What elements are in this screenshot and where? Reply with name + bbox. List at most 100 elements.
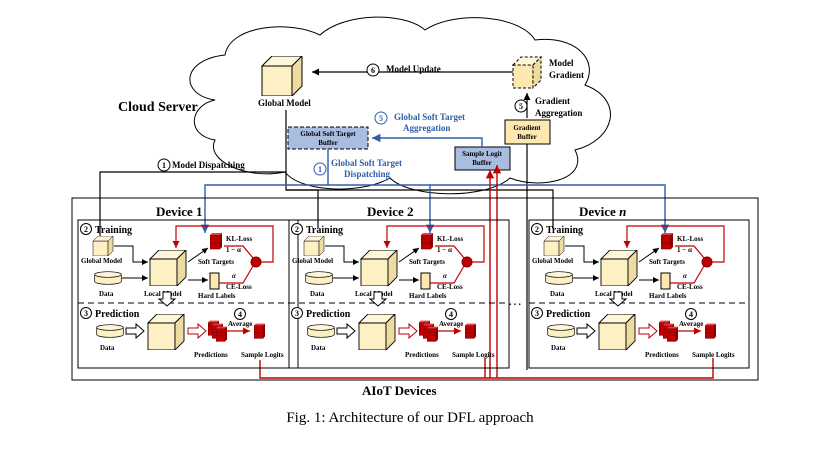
prediction-data-label: Data — [551, 344, 566, 352]
step-5-badge — [374, 111, 388, 125]
ce-loss-path — [219, 265, 254, 284]
data-to-model-arrow — [576, 322, 596, 340]
aiot-devices-box — [71, 197, 759, 381]
kl-loss-label: KL-Loss — [437, 235, 463, 243]
training-badge — [80, 223, 92, 235]
prediction-block — [216, 326, 227, 342]
training-num: 2 — [84, 225, 88, 234]
backprop-path — [172, 225, 274, 263]
gst-aggregation-label-2: Aggregation — [403, 123, 450, 133]
backprop-path — [383, 225, 485, 263]
data-cylinder — [545, 271, 573, 285]
training-badge — [531, 223, 543, 235]
prediction-model-cube — [598, 314, 636, 350]
hard-labels-block — [209, 272, 220, 290]
gst-buffer-label-2: Buffer — [318, 139, 337, 147]
prediction-label: Prediction — [306, 309, 351, 320]
arrow-global-to-local — [565, 245, 599, 265]
training-label: Training — [546, 225, 583, 236]
data-label: Data — [99, 290, 114, 298]
prediction-data-label: Data — [100, 344, 115, 352]
device-global-model-label: Global Model — [81, 257, 122, 265]
average-num: 4 — [238, 310, 242, 319]
gst-aggregation-label-1: Global Soft Target — [394, 112, 465, 122]
training-label: Training — [306, 225, 343, 236]
local-model-cube — [600, 250, 638, 286]
average-label: Average — [679, 320, 703, 328]
cloud-server-label: Cloud Server — [118, 100, 198, 115]
sample-logits-block — [254, 323, 265, 339]
prediction-model-cube — [358, 314, 396, 350]
model-gradient-cube — [511, 55, 543, 90]
sample-logits-label: Sample Logits — [241, 351, 284, 359]
one-minus-alpha-label: 1 − α — [437, 246, 452, 254]
data-to-model-arrow — [125, 322, 145, 340]
gradient-aggregation-label-2: Aggregation — [535, 108, 582, 118]
local-model-cube — [360, 250, 398, 286]
average-num: 4 — [689, 310, 693, 319]
ellipsis: … — [508, 294, 522, 309]
step-1-badge — [157, 158, 171, 172]
local-to-prediction-arrow — [608, 291, 628, 307]
soft-targets-block — [421, 232, 433, 250]
prediction-badge — [531, 307, 543, 319]
step-5-num: 5 — [379, 114, 383, 123]
step-5b-badge — [514, 99, 528, 113]
soft-targets-block — [210, 232, 222, 250]
step-5b-num: 5 — [519, 102, 523, 111]
ce-loss-path — [670, 265, 705, 284]
local-to-prediction-arrow — [157, 291, 177, 307]
model-gradient-label-2: Gradient — [549, 70, 584, 80]
kl-loss-path — [675, 245, 705, 259]
gst-buffer-label-1: Global Soft Target — [300, 130, 356, 138]
device-panel — [77, 219, 299, 369]
step-1-num: 1 — [162, 161, 166, 170]
arrow-to-soft-targets — [638, 247, 660, 263]
device-global-model-label: Global Model — [292, 257, 333, 265]
device-global-model-cube — [303, 236, 325, 256]
arrow-global-to-local — [325, 245, 359, 265]
prediction-badge — [291, 307, 303, 319]
loss-sum-node — [250, 256, 262, 268]
prediction-data-label: Data — [311, 344, 326, 352]
device-global-model-cube — [543, 236, 565, 256]
device-global-model-cube — [92, 236, 114, 256]
alpha-label: α — [683, 272, 687, 280]
hard-labels-block — [660, 272, 671, 290]
gradient-buffer-label-1: Gradient — [513, 124, 541, 132]
hard-labels-block — [420, 272, 431, 290]
prediction-data-cylinder — [96, 324, 124, 338]
ce-loss-label: CE-Loss — [677, 283, 703, 291]
data-label: Data — [550, 290, 565, 298]
figure-caption: Fig. 1: Architecture of our DFL approach — [286, 410, 534, 426]
one-minus-alpha-label: 1 − α — [226, 246, 241, 254]
average-badge — [234, 308, 246, 320]
average-badge — [445, 308, 457, 320]
kl-loss-path — [224, 245, 254, 259]
prediction-block — [427, 326, 438, 342]
step-6-num: 6 — [371, 66, 375, 75]
device-panel — [288, 219, 510, 369]
sample-logits-label: Sample Logits — [692, 351, 735, 359]
hard-labels-label: Hard Labels — [198, 292, 236, 300]
gst-dispatching-label-2: Dispatching — [344, 169, 391, 179]
model-gradient-label-1: Model — [549, 58, 574, 68]
gradient-buffer-label-2: Buffer — [517, 133, 536, 141]
global-model-label: Global Model — [258, 98, 311, 108]
model-update-label: Model Update — [386, 64, 441, 74]
step-1b-num: 1 — [318, 165, 322, 174]
aiot-devices-label: AIoT Devices — [362, 383, 437, 398]
device-title: Device n — [579, 204, 626, 219]
predictions-label: Predictions — [645, 351, 679, 359]
data-cylinder — [305, 271, 333, 285]
prediction-data-cylinder — [547, 324, 575, 338]
gradient-buffer — [504, 119, 551, 145]
training-badge — [291, 223, 303, 235]
training-num: 2 — [295, 225, 299, 234]
kl-loss-label: KL-Loss — [677, 235, 703, 243]
alpha-label: α — [443, 272, 447, 280]
model-dispatching-label: Model Dispatching — [172, 160, 245, 170]
prediction-label: Prediction — [546, 309, 591, 320]
